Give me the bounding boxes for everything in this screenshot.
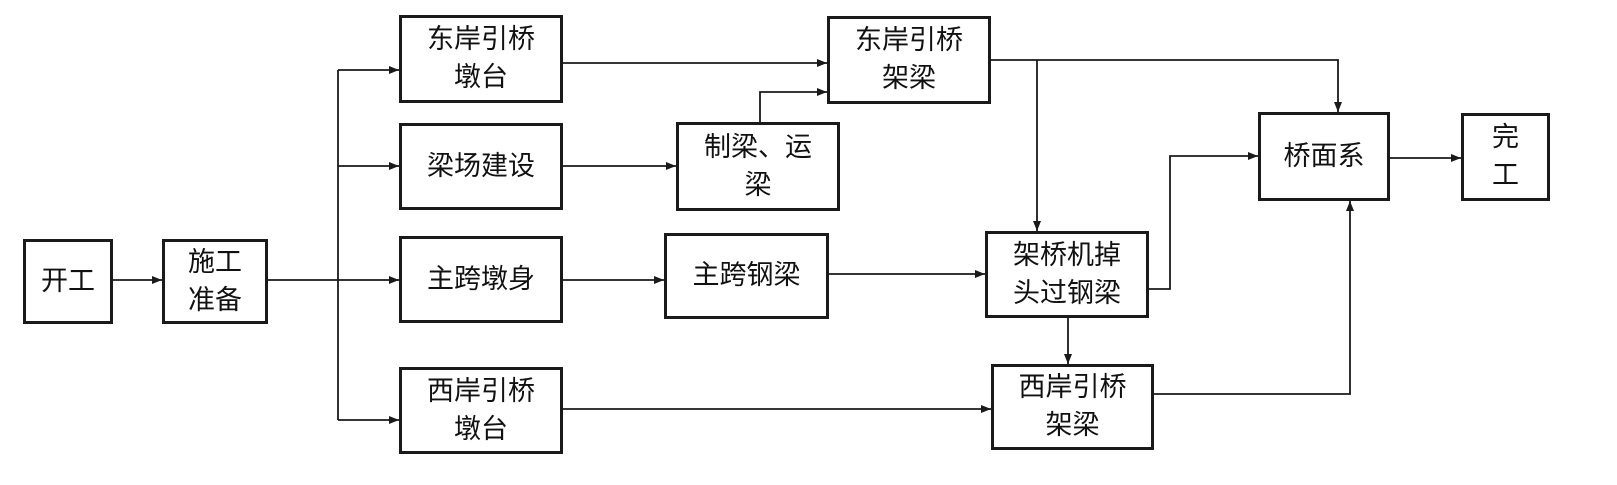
node-east-approach-pier-line2: 墩台 xyxy=(454,62,508,93)
node-east-approach-pier: 东岸引桥 墩台 xyxy=(399,15,563,103)
node-deck-system: 桥面系 xyxy=(1258,112,1390,201)
node-west-approach-pier-line1: 西岸引桥 xyxy=(427,375,535,407)
node-deck-system-label: 桥面系 xyxy=(1283,140,1365,172)
node-main-span-pier: 主跨墩身 xyxy=(399,236,563,323)
node-east-approach-erection-line2: 架梁 xyxy=(882,63,936,94)
node-beam-yard-label: 梁场建设 xyxy=(427,150,535,182)
node-main-span-pier-label: 主跨墩身 xyxy=(427,263,535,295)
node-west-approach-erection: 西岸引桥 架梁 xyxy=(991,364,1154,450)
node-east-approach-erection: 东岸引桥 架梁 xyxy=(827,16,991,104)
node-construction-prep-line1: 施工 xyxy=(188,246,242,278)
node-east-approach-pier-line1: 东岸引桥 xyxy=(427,24,535,55)
arrow-west-beam-to-deck xyxy=(1154,201,1354,395)
node-make-transport-beam-line2: 梁 xyxy=(744,169,772,201)
node-main-span-steel-beam-label: 主跨钢梁 xyxy=(692,260,801,291)
node-construction-prep: 施工 准备 xyxy=(162,239,268,324)
node-west-approach-erection-line2: 架梁 xyxy=(1045,410,1100,441)
node-completion: 完 工 xyxy=(1461,113,1550,201)
node-launcher-turnaround-line1: 架桥机掉 xyxy=(1013,239,1121,271)
node-start-label: 开工 xyxy=(41,265,95,297)
node-launcher-turnaround-line2: 头过钢梁 xyxy=(1013,277,1121,309)
node-west-approach-erection-line1: 西岸引桥 xyxy=(1018,372,1127,403)
node-east-approach-erection-line1: 东岸引桥 xyxy=(855,25,963,56)
node-make-transport-beam-line1: 制梁、运 xyxy=(704,131,812,163)
node-make-transport-beam: 制梁、运 梁 xyxy=(676,122,840,211)
arrow-turn-to-deck xyxy=(1149,152,1258,290)
node-main-span-steel-beam: 主跨钢梁 xyxy=(664,233,829,319)
arrow-make-beam-to-east-beam xyxy=(759,88,827,122)
node-completion-line2: 工 xyxy=(1492,160,1519,191)
node-start: 开工 xyxy=(23,239,113,324)
arrow-east-beam-to-deck xyxy=(991,59,1342,112)
node-completion-line1: 完 xyxy=(1492,122,1519,153)
node-west-approach-pier: 西岸引桥 墩台 xyxy=(399,367,563,454)
node-construction-prep-line2: 准备 xyxy=(188,284,242,316)
node-west-approach-pier-line2: 墩台 xyxy=(454,413,508,445)
node-beam-yard: 梁场建设 xyxy=(399,123,563,210)
node-launcher-turnaround: 架桥机掉 头过钢梁 xyxy=(985,231,1149,318)
